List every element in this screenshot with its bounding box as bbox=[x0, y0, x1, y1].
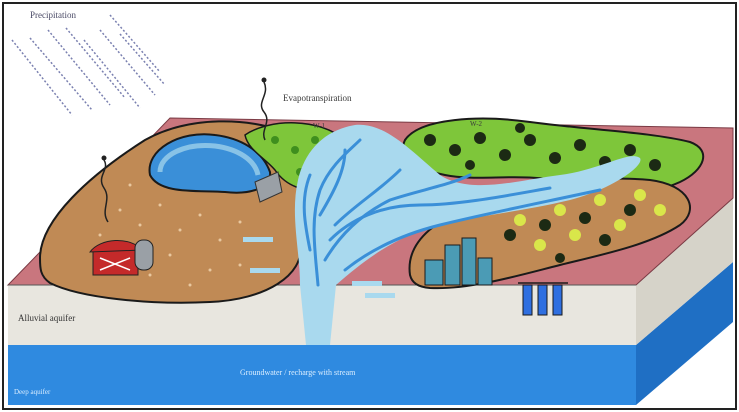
evapotranspiration-label: Evapotranspiration bbox=[283, 93, 351, 103]
deep-aquifer-label: Deep aquifer bbox=[14, 388, 50, 396]
well-pipes-icon bbox=[518, 283, 568, 315]
wetland-w2-label: W-2 bbox=[470, 120, 482, 128]
wetland-w1-label: W-1 bbox=[313, 122, 325, 130]
stream-channel-cut bbox=[300, 285, 336, 345]
groundwater-exchange-label: Groundwater / recharge with stream bbox=[240, 368, 355, 377]
alluvial-aquifer-label: Alluvial aquifer bbox=[18, 313, 78, 324]
precipitation-label: Precipitation bbox=[30, 10, 76, 20]
barn-icon bbox=[90, 240, 153, 275]
